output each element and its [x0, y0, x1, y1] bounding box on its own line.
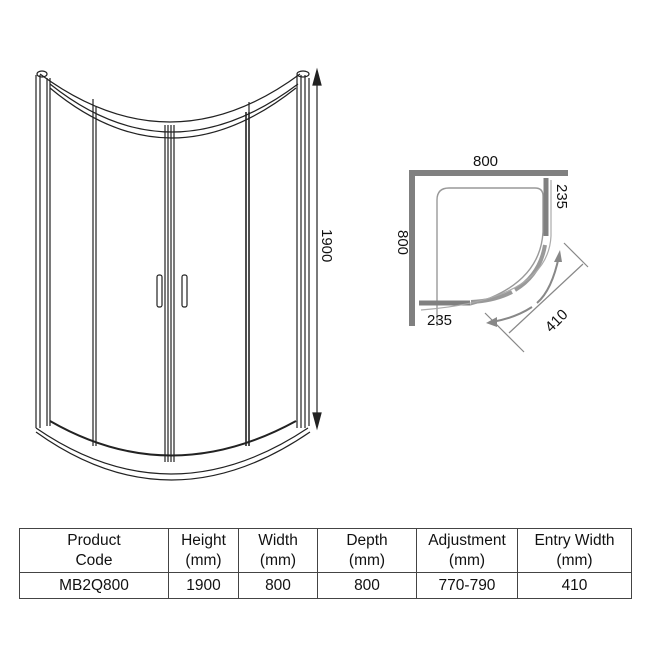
plan-width-label: 800: [473, 153, 498, 170]
door-handles: [156, 274, 188, 308]
header-depth: Depth(mm): [317, 528, 417, 573]
height-dimension-label: 1900: [318, 229, 335, 262]
cell-depth: 800: [317, 572, 417, 599]
shower-plan-view: [409, 170, 589, 353]
cell-entry-width: 410: [517, 572, 632, 599]
entry-width-label: 410: [542, 306, 572, 336]
header-adjustment: Adjustment(mm): [416, 528, 518, 573]
left-door-handle: [156, 274, 163, 308]
header-entry-width: Entry Width(mm): [517, 528, 632, 573]
fixed-panel-bottom-label: 235: [427, 312, 452, 329]
header-width: Width(mm): [238, 528, 318, 573]
cell-adjustment: 770-790: [416, 572, 518, 599]
fixed-panel-right-label: 235: [553, 184, 570, 209]
cell-product-code: MB2Q800: [19, 572, 169, 599]
right-door-handle: [181, 274, 188, 308]
cell-height: 1900: [168, 572, 239, 599]
plan-walls: [409, 170, 568, 326]
plan-depth-label: 800: [394, 230, 411, 255]
height-dimension-arrow: [312, 67, 322, 431]
cell-width: 800: [238, 572, 318, 599]
table-row: MB2Q800 1900 800 800 770-790 410: [19, 572, 632, 599]
enclosure-frame: [35, 70, 311, 481]
header-height: Height(mm): [168, 528, 239, 573]
